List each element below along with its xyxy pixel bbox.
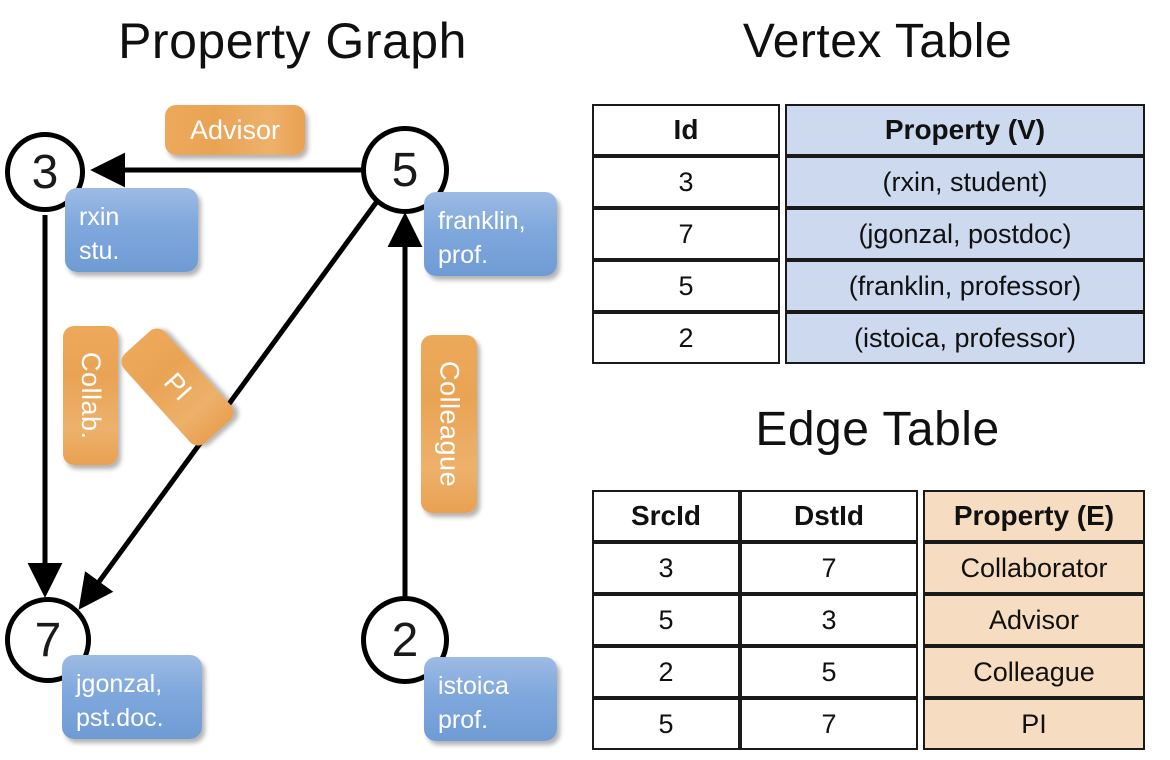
vertex-table-column-gap <box>780 312 785 364</box>
edge-table-header-property: Property (E) <box>923 490 1145 542</box>
table-row[interactable]: 5 (franklin, professor) <box>592 260 1145 312</box>
edge-row-1-property: Advisor <box>923 594 1145 646</box>
edge-table: SrcId DstId Property (E) 3 7 Collaborato… <box>592 490 1145 750</box>
edge-row-1-dst: 3 <box>740 594 918 646</box>
vertex-row-3-property: (istoica, professor) <box>785 312 1145 364</box>
table-row[interactable]: 3 7 Collaborator <box>592 542 1145 594</box>
edge-label-colleague[interactable]: Colleague <box>421 335 477 513</box>
edge-row-0-property: Collaborator <box>923 542 1145 594</box>
table-row[interactable]: 5 3 Advisor <box>592 594 1145 646</box>
graph-node-5-label: 5 <box>391 143 419 197</box>
edge-table-header-dstid: DstId <box>740 490 918 542</box>
page-title-edge-table: Edge Table <box>755 403 1000 456</box>
edge-row-3-property: PI <box>923 698 1145 750</box>
node-property-5-line2: prof. <box>438 241 489 269</box>
vertex-row-0-property: (rxin, student) <box>785 156 1145 208</box>
graph-node-2-label: 2 <box>391 613 419 667</box>
vertex-table-column-gap <box>780 156 785 208</box>
vertex-row-3-id: 2 <box>592 312 780 364</box>
node-property-5-line1: franklin, <box>438 207 526 235</box>
edge-label-colleague-text: Colleague <box>434 360 465 488</box>
node-property-3-line2: stu. <box>79 237 120 265</box>
vertex-table-column-gap <box>780 208 785 260</box>
node-property-2-line1: istoica <box>438 672 509 700</box>
edge-row-3-dst: 7 <box>740 698 918 750</box>
table-row[interactable]: 5 7 PI <box>592 698 1145 750</box>
graph-node-2[interactable]: 2 <box>361 596 449 684</box>
node-property-2-line2: prof. <box>438 706 489 734</box>
vertex-row-1-id: 7 <box>592 208 780 260</box>
edge-row-1-src: 5 <box>592 594 740 646</box>
graph-node-7-label: 7 <box>34 613 62 667</box>
graph-edge-lines <box>27 152 423 610</box>
property-graph-diagram: 3 5 7 2 rxin stu. franklin, prof. jgonza… <box>5 105 557 741</box>
edge-line-5-to-7 <box>78 198 381 610</box>
vertex-table-column-gap <box>780 260 785 312</box>
page-title-property-graph: Property Graph <box>118 13 467 69</box>
vertex-row-2-property: (franklin, professor) <box>785 260 1145 312</box>
table-row[interactable]: 2 (istoica, professor) <box>592 312 1145 364</box>
vertex-table: Id Property (V) 3 (rxin, student) 7 (jgo… <box>592 104 1145 364</box>
edge-table-header-srcid: SrcId <box>592 490 740 542</box>
node-property-box-5[interactable]: franklin, prof. <box>424 192 557 276</box>
node-property-3-line1: rxin <box>79 203 120 231</box>
graph-node-3-label: 3 <box>31 145 59 199</box>
edge-table-column-gap <box>918 490 923 542</box>
edge-label-advisor-text: Advisor <box>189 114 281 145</box>
edge-row-2-src: 2 <box>592 646 740 698</box>
edge-label-collab-text: Collab. <box>76 351 106 440</box>
edge-label-collab[interactable]: Collab. <box>63 326 118 465</box>
edge-row-0-dst: 7 <box>740 542 918 594</box>
vertex-table-header-row: Id Property (V) <box>592 104 1145 156</box>
edge-row-0-src: 3 <box>592 542 740 594</box>
vertex-row-0-id: 3 <box>592 156 780 208</box>
table-row[interactable]: 3 (rxin, student) <box>592 156 1145 208</box>
edge-label-advisor[interactable]: Advisor <box>165 105 305 155</box>
edge-label-pi-text: PI <box>157 366 198 407</box>
page-title-vertex-table: Vertex Table <box>742 15 1013 68</box>
node-property-box-2[interactable]: istoica prof. <box>424 657 557 741</box>
edge-table-header-row: SrcId DstId Property (E) <box>592 490 1145 542</box>
edge-row-2-property: Colleague <box>923 646 1145 698</box>
node-property-box-3[interactable]: rxin stu. <box>65 188 198 272</box>
graph-node-5[interactable]: 5 <box>361 126 449 214</box>
vertex-table-column-gap <box>780 104 785 156</box>
edge-table-column-gap <box>918 646 923 698</box>
node-property-7-line2: pst.doc. <box>76 704 164 732</box>
vertex-table-header-property: Property (V) <box>785 104 1145 156</box>
table-row[interactable]: 2 5 Colleague <box>592 646 1145 698</box>
vertex-row-1-property: (jgonzal, postdoc) <box>785 208 1145 260</box>
table-row[interactable]: 7 (jgonzal, postdoc) <box>592 208 1145 260</box>
node-property-7-line1: jgonzal, <box>76 670 163 698</box>
edge-table-column-gap <box>918 698 923 750</box>
edge-table-column-gap <box>918 542 923 594</box>
vertex-row-2-id: 5 <box>592 260 780 312</box>
node-property-box-7[interactable]: jgonzal, pst.doc. <box>62 655 202 739</box>
edge-row-3-src: 5 <box>592 698 740 750</box>
vertex-table-header-id: Id <box>592 104 780 156</box>
edge-table-column-gap <box>918 594 923 646</box>
edge-row-2-dst: 5 <box>740 646 918 698</box>
